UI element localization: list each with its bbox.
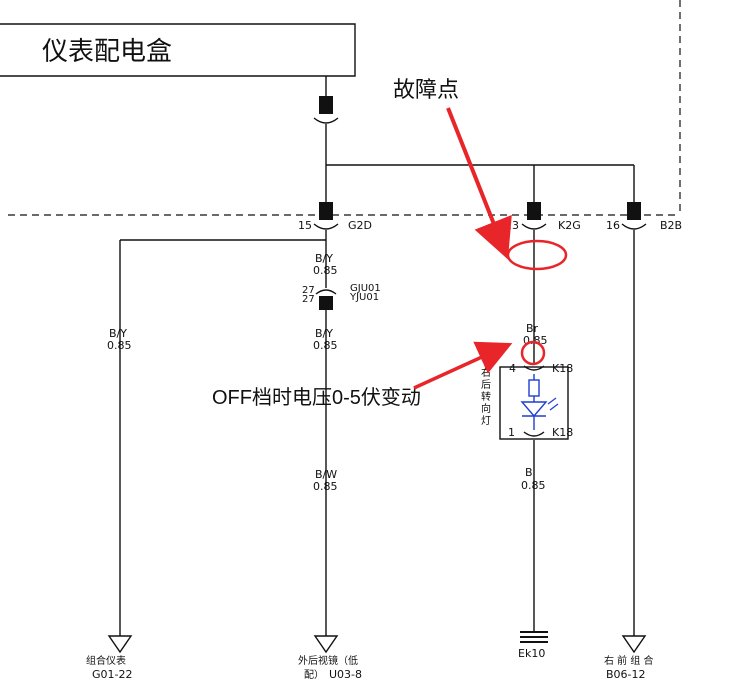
k18-top-label: K18 xyxy=(552,362,573,375)
fault-point-label: 故障点 xyxy=(393,78,459,103)
mid-lower-wire-size: 0.85 xyxy=(313,480,338,493)
lamp-label-char: 向 xyxy=(481,402,491,415)
left-wire-size: 0.85 xyxy=(107,339,132,352)
yju01-pin: 27 xyxy=(302,294,315,305)
mid-destination-name-2: 配） xyxy=(304,669,324,681)
lamp-label-char: 右 xyxy=(481,366,491,379)
g2d-wire-size: 0.85 xyxy=(313,264,338,277)
voltage-note: OFF档时电压0-5伏变动 xyxy=(212,386,421,409)
dashed-boundary xyxy=(8,0,681,216)
k18-bottom-pin: 1 xyxy=(508,426,515,439)
right-branch: 右 前 组 合 B06-12 xyxy=(604,230,654,681)
ground-symbol xyxy=(520,631,548,643)
box-output-connector xyxy=(313,76,339,124)
br-wire-color: Br xyxy=(526,322,539,335)
b2b-pin: 16 xyxy=(606,219,620,232)
fault-circle xyxy=(506,239,568,271)
left-destination-name: 组合仪表 xyxy=(86,654,126,667)
b2b-label: B2B xyxy=(660,219,682,232)
g2d-pin: 15 xyxy=(298,219,312,232)
k2g-label: K2G xyxy=(558,219,581,232)
mid-upper-wire-size: 0.85 xyxy=(313,339,338,352)
voltage-circle xyxy=(520,340,546,366)
lamp-icon xyxy=(520,374,559,430)
fault-annotation: 故障点 xyxy=(393,78,568,271)
k18-top-pin: 4 xyxy=(509,362,516,375)
lamp-label: 右后转向灯 xyxy=(481,366,491,427)
right-destination-code: B06-12 xyxy=(606,668,646,681)
mid-destination-code: U03-8 xyxy=(329,668,362,681)
bus-wiring xyxy=(325,124,635,202)
g2d-wire-color: B/Y xyxy=(315,252,333,265)
b-wire-color: B xyxy=(525,466,533,479)
mid-lower-wire-color: B/W xyxy=(315,468,337,481)
yju01-label: YJU01 xyxy=(349,292,379,303)
g2d-label: G2D xyxy=(348,219,372,232)
connector-b2b: 16 B2B xyxy=(606,202,682,232)
voltage-annotation: OFF档时电压0-5伏变动 xyxy=(212,340,546,409)
k18-bottom-label: K18 xyxy=(552,426,573,439)
lamp-label-char: 后 xyxy=(481,379,491,391)
right-destination-name: 右 前 组 合 xyxy=(604,654,654,667)
connector-k2g: 23 K2G xyxy=(505,202,581,232)
mid-upper-wire-color: B/Y xyxy=(315,327,333,340)
b-wire-size: 0.85 xyxy=(521,479,546,492)
gju01-label: GJU01 xyxy=(350,283,381,294)
box-title: 仪表配电盒 xyxy=(42,37,172,67)
k2g-pin: 23 xyxy=(505,219,519,232)
lamp-label-char: 灯 xyxy=(481,415,491,427)
middle-branch: B/Y 0.85 27 GJU01 27 YJU01 B/Y 0.85 B/W … xyxy=(298,240,381,681)
left-wire-color: B/Y xyxy=(109,327,127,340)
instrument-distribution-box: 仪表配电盒 xyxy=(0,23,356,77)
lamp-label-char: 转 xyxy=(481,390,491,403)
gju01-pin: 27 xyxy=(302,285,315,296)
connector-g2d: 15 G2D xyxy=(298,202,372,232)
left-destination-code: G01-22 xyxy=(92,668,133,681)
mid-destination-name: 外后视镜（低 xyxy=(298,654,358,667)
lamp-branch: Br 0.85 4 K18 1 K18 右后转向灯 B 0.85 Ek1 xyxy=(481,230,573,660)
left-branch: B/Y 0.85 组合仪表 G01-22 xyxy=(86,230,327,681)
ground-label: Ek10 xyxy=(518,647,545,660)
